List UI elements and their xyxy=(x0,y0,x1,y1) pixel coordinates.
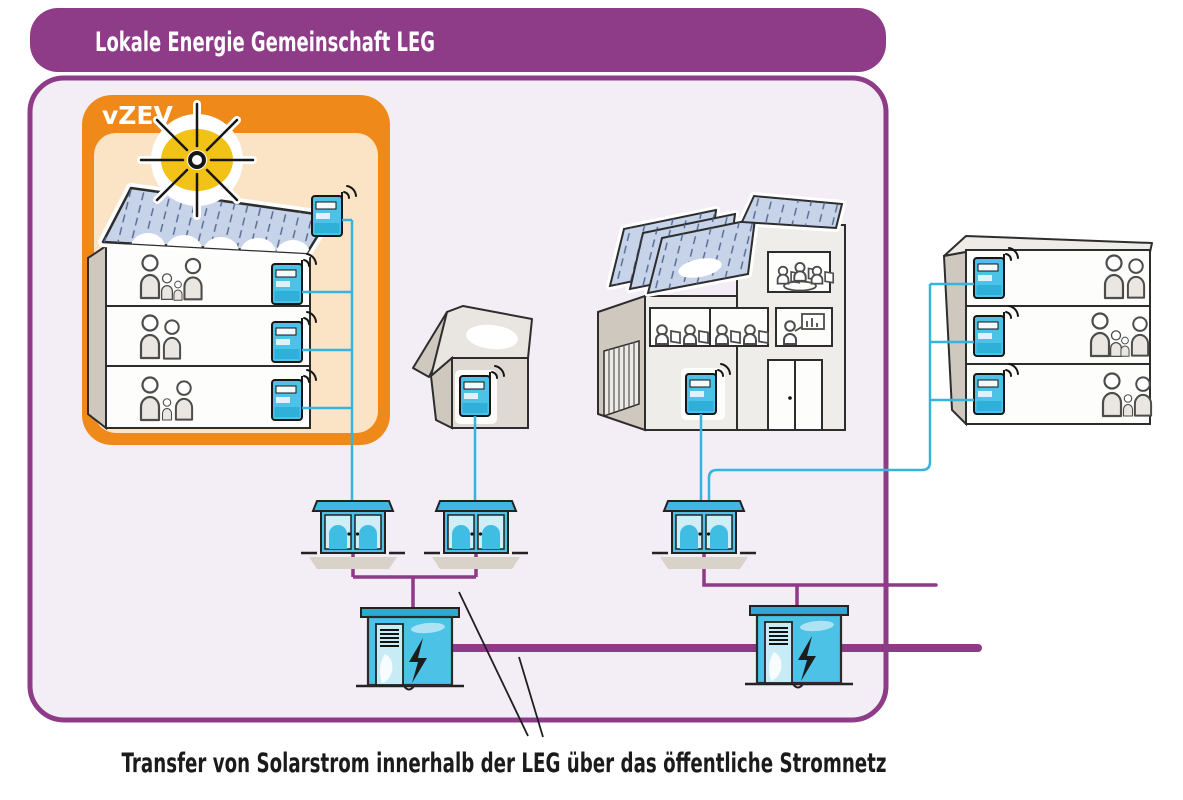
leg-header-band xyxy=(30,8,886,72)
vzev-meter-wire xyxy=(302,218,354,506)
right-building-meter-wire xyxy=(707,282,974,506)
cyan-meter-wires xyxy=(302,218,974,506)
solar-panel-icon xyxy=(606,192,846,297)
meeting-room-icon xyxy=(767,251,835,293)
callout-lines xyxy=(458,591,544,738)
vzev-building xyxy=(87,100,357,431)
transformer-station-icon xyxy=(743,604,855,689)
office-building xyxy=(597,192,846,432)
office-workers-icon xyxy=(649,307,833,347)
sun-icon xyxy=(137,100,257,220)
presentation-chart-icon xyxy=(783,313,825,345)
garage-door-icon xyxy=(603,340,640,418)
door-icon xyxy=(767,359,823,431)
right-apartment-building xyxy=(942,235,1153,427)
caption: Transfer von Solarstrom innerhalb der LE… xyxy=(122,748,887,779)
transformer-station-icon xyxy=(354,606,466,691)
leg-title: Lokale Energie Gemeinschaft LEG xyxy=(95,27,435,58)
small-house xyxy=(412,305,533,430)
